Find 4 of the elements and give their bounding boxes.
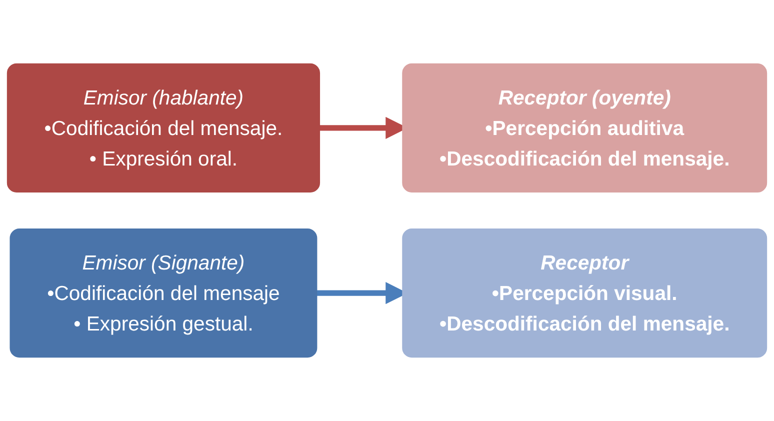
node-box: Emisor (hablante) •Codificación del mensaje. • Expresión oral. [6, 63, 320, 193]
node-box: Receptor •Percepción visual. •Descodificación del mensaje. [402, 228, 768, 358]
node-box: Receptor (oyente) •Percepción auditiva •Descodificación del mensaje. [402, 63, 768, 193]
node-box: Emisor (Signante) •Codificación del mensaje • Expresión gestual. [10, 228, 318, 358]
